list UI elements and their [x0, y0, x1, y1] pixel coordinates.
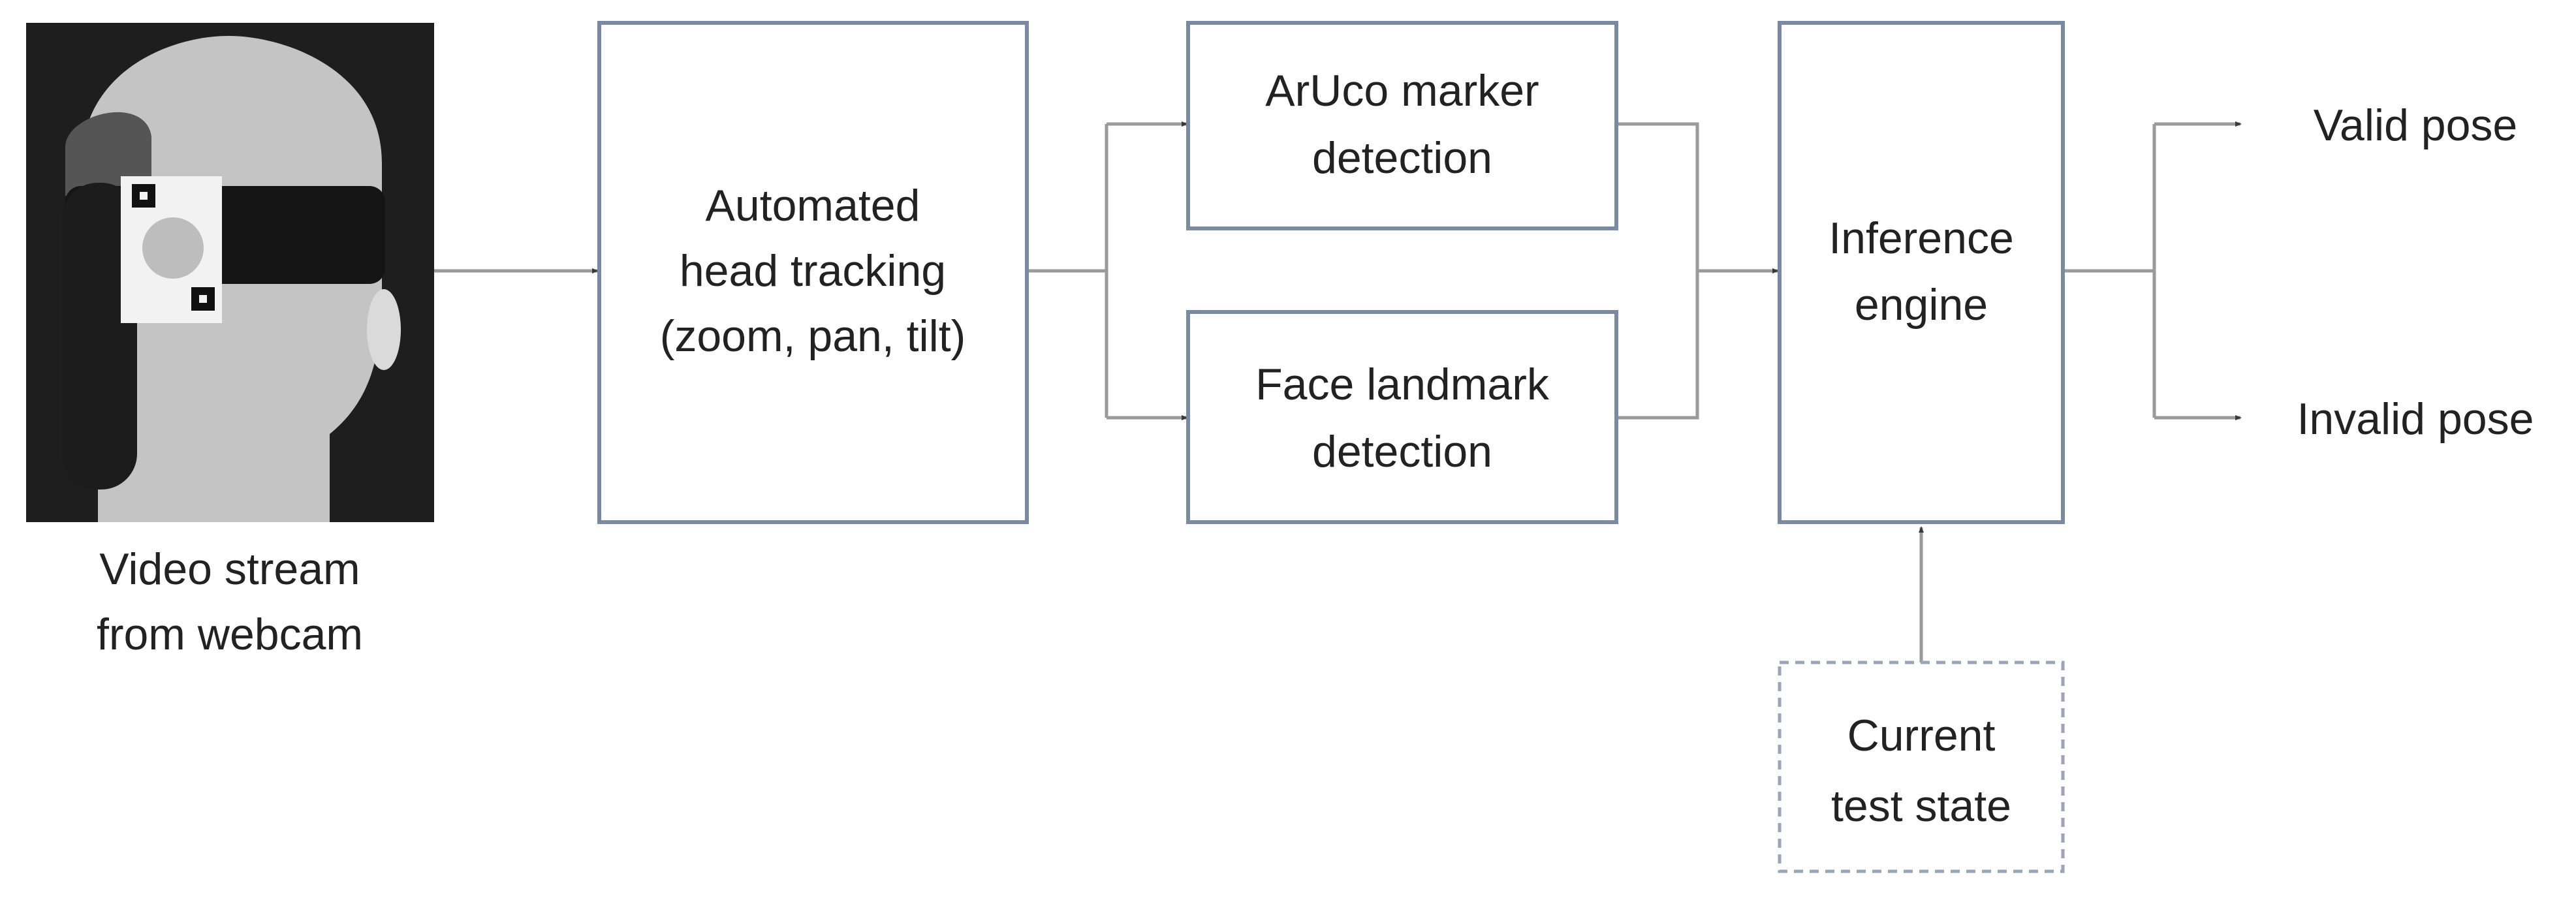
inference-label-line2: engine [1855, 280, 1988, 330]
aruco-label-line2: detection [1312, 133, 1492, 183]
aruco-detection-box [1186, 21, 1618, 230]
test-state-label-line1: Current [1847, 711, 1996, 760]
aruco-marker-top-inner [140, 192, 148, 200]
connectors [434, 121, 2242, 662]
face-landmark-label-line1: Face landmark [1255, 360, 1550, 409]
head-tracking-node: Automated head tracking (zoom, pan, tilt… [597, 21, 1029, 524]
test-state-node: Current test state [1778, 661, 2065, 873]
face-landmark-node: Face landmark detection [1186, 310, 1618, 524]
face-landmark-label-line2: detection [1312, 427, 1492, 476]
aruco-detection-node: ArUco marker detection [1186, 21, 1618, 230]
inference-engine-node: Inference engine [1778, 21, 2065, 524]
webcam-caption-line2: from webcam [97, 610, 363, 659]
connector-aruco-out [1618, 122, 1699, 271]
head-tracking-label-line1: Automated [706, 181, 920, 230]
ear-icon [367, 289, 401, 370]
marker-card-dot-icon [142, 217, 204, 279]
test-state-label-line2: test state [1831, 781, 2011, 831]
face-landmark-box [1186, 310, 1618, 524]
inference-label-line1: Inference [1829, 213, 2014, 263]
headband-strap-icon [62, 183, 137, 490]
inference-engine-box [1778, 21, 2065, 524]
valid-pose-label: Valid pose [2314, 101, 2518, 150]
hair-icon [65, 112, 151, 196]
webcam-caption-line1: Video stream [99, 544, 360, 594]
head-tracking-box [597, 21, 1029, 524]
connector-face-out [1618, 271, 1699, 420]
aruco-label-line1: ArUco marker [1265, 66, 1539, 116]
aruco-marker-bottom-inner [199, 295, 207, 303]
invalid-pose-label: Invalid pose [2297, 394, 2534, 444]
webcam-frame-illustration [26, 23, 434, 522]
head-tracking-label-line3: (zoom, pan, tilt) [660, 311, 966, 361]
test-state-box [1778, 661, 2065, 873]
head-tracking-label-line2: head tracking [680, 246, 946, 296]
